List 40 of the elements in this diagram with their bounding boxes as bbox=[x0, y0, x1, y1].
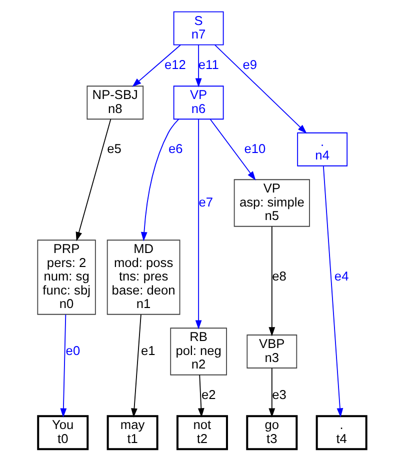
arrow bbox=[322, 166, 343, 418]
arrow bbox=[194, 44, 202, 88]
arrow bbox=[60, 314, 66, 418]
node-box: VP n6 bbox=[172, 86, 224, 120]
arrow bbox=[130, 314, 141, 418]
node-box: may t1 bbox=[106, 415, 158, 450]
edge-label: e12 bbox=[164, 56, 186, 72]
edge-label: e4 bbox=[334, 268, 348, 284]
node-box: NP-SBJ n8 bbox=[86, 86, 144, 120]
arrow bbox=[194, 118, 202, 330]
arrow bbox=[140, 118, 179, 242]
node-box: VBP n3 bbox=[246, 334, 297, 368]
edge-label: e10 bbox=[244, 140, 266, 156]
edge-label: e1 bbox=[140, 342, 155, 358]
edge-label: e9 bbox=[242, 56, 257, 72]
edge-label: e2 bbox=[201, 386, 216, 402]
node-box: S n7 bbox=[172, 11, 224, 46]
edge-label: e3 bbox=[272, 386, 286, 402]
node-box: not t2 bbox=[176, 415, 228, 450]
node-box: VP asp: simple n5 bbox=[233, 179, 310, 227]
edge-label: e5 bbox=[106, 140, 121, 156]
arrow bbox=[268, 368, 275, 418]
edge-label: e8 bbox=[272, 268, 286, 284]
edge-label: e0 bbox=[65, 342, 80, 358]
arrow bbox=[197, 374, 204, 418]
node-box: . n4 bbox=[296, 132, 348, 166]
node-box: PRP pers: 2 num: sg func: sbj n0 bbox=[36, 240, 96, 315]
node-box: . t4 bbox=[315, 415, 367, 450]
arrow bbox=[132, 44, 180, 87]
arrow bbox=[209, 118, 256, 180]
node-box: go t3 bbox=[246, 415, 298, 450]
node-box: MD mod: poss tns: pres base: deon n1 bbox=[106, 240, 180, 315]
arrow bbox=[75, 118, 111, 242]
arrow bbox=[214, 44, 306, 134]
arrow bbox=[268, 226, 275, 336]
node-box: You t0 bbox=[36, 415, 88, 450]
edge-label: e6 bbox=[168, 140, 182, 156]
edge-label: e11 bbox=[198, 56, 218, 72]
edge-label: e7 bbox=[198, 194, 213, 210]
node-box: RB pol: neg n2 bbox=[170, 328, 226, 376]
